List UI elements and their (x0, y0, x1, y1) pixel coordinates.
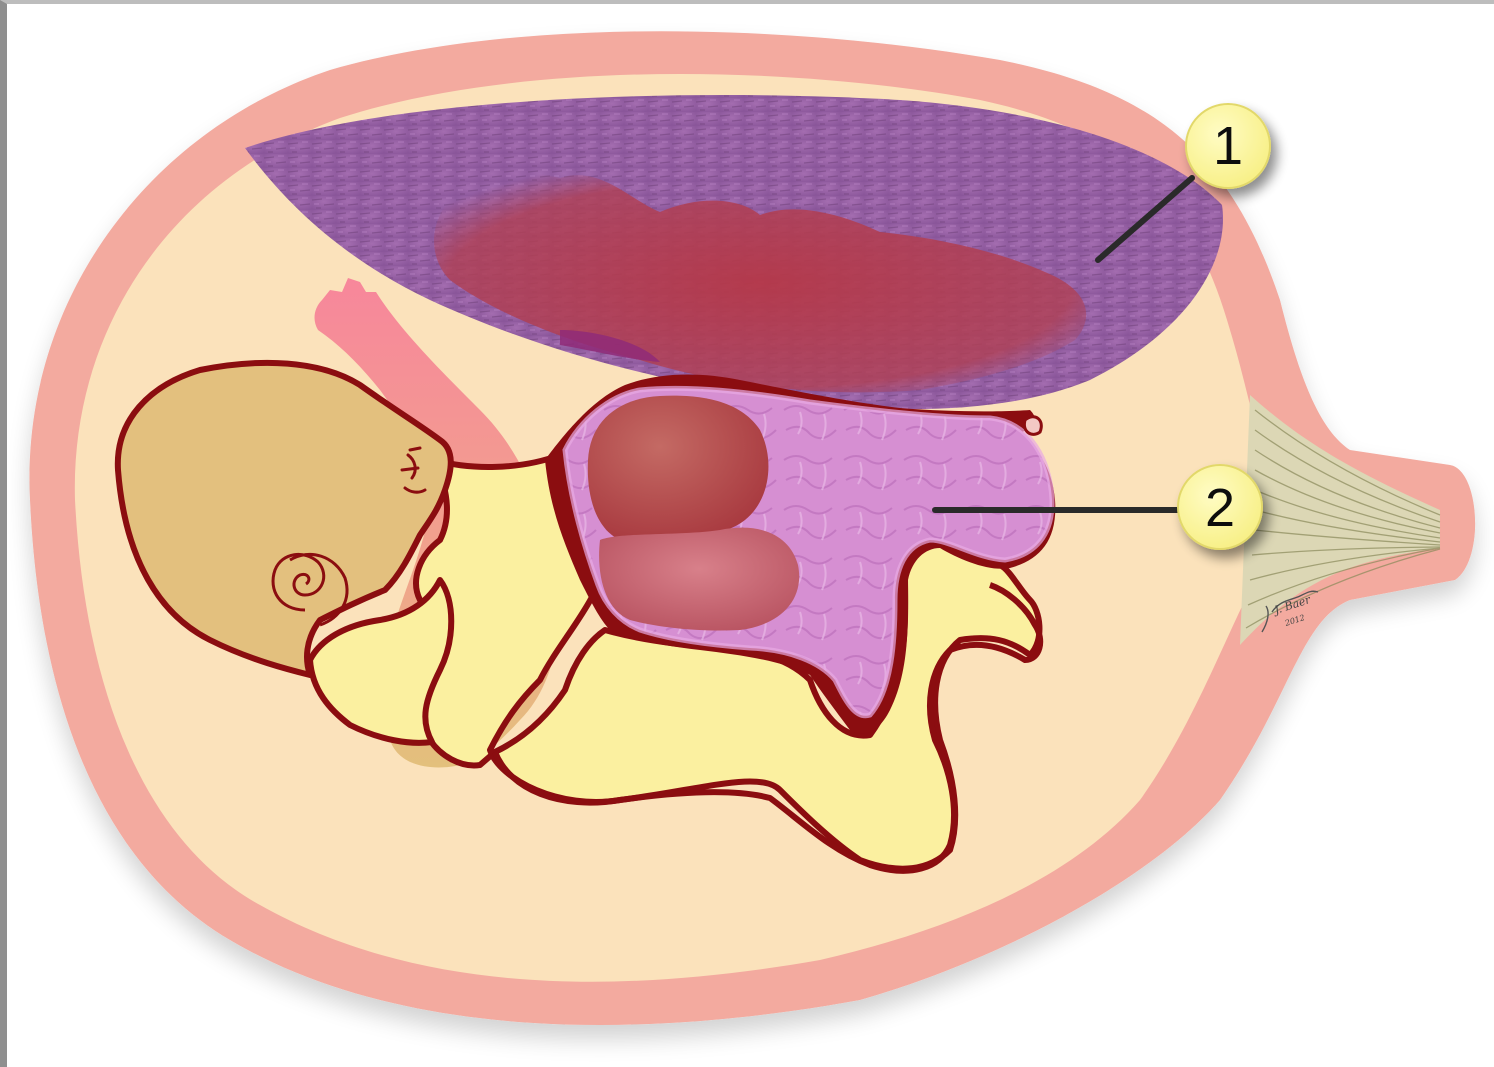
cervix (1240, 395, 1440, 645)
callout-1-label: 1 (1213, 116, 1243, 176)
callout-2-label: 2 (1205, 478, 1235, 538)
fetal-liver (588, 396, 769, 542)
callout-1[interactable]: 1 (1186, 104, 1270, 188)
callout-2[interactable]: 2 (1178, 465, 1262, 549)
